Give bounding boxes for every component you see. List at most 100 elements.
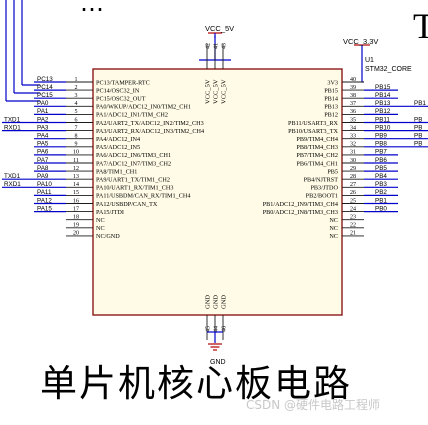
left-net-label: PA15	[37, 205, 52, 212]
top-pin-name: VCC_5V	[205, 79, 212, 104]
right-pin-name: NC	[329, 233, 338, 240]
left-pin-name: PA3/UART2_RX/ADC12_IN3/TIM2_CH4	[96, 128, 204, 135]
left-net-label: PA9	[37, 173, 49, 180]
right-pin-name: PB11/USART3_RX	[288, 120, 338, 127]
top-pin-number: 43	[222, 43, 228, 49]
right-net-label: PB9	[375, 133, 387, 140]
left-net-label: PA10	[37, 181, 52, 188]
left-net-label: PC15	[37, 92, 53, 99]
right-pin-name: NC	[329, 225, 338, 232]
right-pin-number: 38	[350, 93, 356, 99]
far-right-label: PB	[414, 116, 422, 123]
left-pin-number: 15	[73, 190, 79, 196]
right-pin-number: 31	[350, 150, 356, 156]
left-pin-number: 14	[73, 182, 79, 188]
left-pin-name: PA1/ADC12_IN1/TIM_CH2	[96, 112, 168, 119]
bottom-pin-name: GND	[213, 295, 220, 309]
left-ext-label: RXD1	[4, 124, 21, 131]
left-pin-name: PA6/ADC12_IN6/TIM3_CH1	[96, 152, 171, 159]
dynamic-labels: VCC_5VVCC_3.3VGNDU1STM32_CORE42VCC_5V41V…	[2, 24, 428, 366]
right-pin-number: 24	[350, 206, 356, 212]
left-pin-name: PC13/TAMPER-RTC	[96, 79, 150, 86]
left-pin-name: PA15/JTDI	[96, 209, 124, 216]
right-pin-number: 22	[350, 223, 356, 229]
right-pin-name: PB3/JTDO	[310, 185, 338, 192]
left-pin-number: 13	[73, 174, 79, 180]
right-pin-number: 39	[350, 85, 356, 91]
left-pin-name: PA8/TIM1_CH1	[96, 168, 137, 175]
right-pin-number: 23	[350, 215, 356, 221]
static-wiring	[5, 0, 370, 351]
left-pin-name: PA11/USBDM/CAN_RX/TIM1_CH4	[96, 193, 190, 200]
left-pin-number: 20	[73, 231, 79, 237]
bottom-pin-number: 44	[214, 326, 220, 332]
right-net-label: PB14	[375, 92, 391, 99]
right-pin-name: PB2/BOOT1	[306, 193, 338, 200]
right-pin-number: 30	[350, 158, 356, 164]
left-pin-number: 3	[75, 93, 78, 99]
gnd-label: GND	[210, 359, 226, 366]
chip-part-name: STM32_CORE	[365, 66, 412, 73]
left-pin-name: PA4/ADC12_IN4	[96, 136, 140, 143]
left-net-label: PA7	[37, 157, 49, 164]
right-pin-number: 32	[350, 142, 356, 148]
right-pin-name: 3V3	[327, 79, 338, 86]
right-pin-name: PB13	[324, 104, 338, 111]
right-pin-number: 26	[350, 190, 356, 196]
left-net-label: PA0	[37, 100, 49, 107]
right-net-label: PB12	[375, 108, 391, 115]
left-pin-number: 5	[75, 109, 78, 115]
left-pin-name: PC15/OSC32_OUT	[96, 96, 146, 103]
left-pin-number: 17	[73, 206, 79, 212]
left-ext-label: TXD1	[4, 116, 21, 123]
right-net-label: PB4	[375, 173, 387, 180]
right-pin-name: PB1/ADC12_IN9/TIM3_CH4	[263, 201, 338, 208]
right-net-label: PB8	[375, 141, 387, 148]
left-net-label: PA8	[37, 165, 49, 172]
left-pin-name: PA12/USBDP/CAN_TX	[96, 201, 158, 208]
left-pin-number: 9	[75, 142, 78, 148]
left-pin-number: 18	[73, 215, 79, 221]
right-pin-number: 27	[350, 182, 356, 188]
left-pin-number: 7	[75, 125, 78, 131]
right-pin-number: 37	[350, 101, 356, 107]
far-right-label: PB	[414, 141, 422, 148]
corner-glyph: T	[413, 6, 428, 46]
left-pin-number: 11	[73, 158, 79, 164]
right-pin-number: 25	[350, 198, 356, 204]
right-pin-number: 34	[350, 125, 356, 131]
top-pin-name: VCC_5V	[221, 79, 228, 104]
right-net-label: PB10	[375, 124, 391, 131]
left-pin-number: 1	[75, 77, 78, 83]
right-net-label: PB0	[375, 205, 387, 212]
right-pin-number: 35	[350, 117, 356, 123]
right-pin-name: PB7/TIM4_CH2	[296, 152, 338, 159]
left-pin-name: PA0/WKUP/ADC12_IN0/TIM2_CH1	[96, 104, 191, 111]
right-net-label: PB5	[375, 165, 387, 172]
right-net-label: PB3	[375, 181, 387, 188]
right-pin-name: PB9/TIM4_CH4	[296, 136, 338, 143]
right-pin-name: PB5	[327, 168, 338, 175]
left-pin-number: 16	[73, 198, 79, 204]
left-pin-name: NC/GND	[96, 233, 120, 240]
left-pin-name: PA5/ADC12_IN5	[96, 144, 140, 151]
right-pin-name: PB12	[324, 112, 338, 119]
left-pin-name: NC	[96, 217, 105, 224]
left-pin-name: PA2/UART2_TX/ADC12_IN2/TIM2_CH3	[96, 120, 204, 127]
title-fragment: …	[80, 0, 104, 17]
left-pin-name: PA10/UART1_RX/TIM1_CH3	[96, 185, 173, 192]
bottom-pin-name: GND	[221, 295, 228, 309]
right-net-label: PB15	[375, 84, 391, 91]
right-net-label: PB13	[375, 100, 391, 107]
right-pin-name: PB8/TIM4_CH3	[296, 144, 338, 151]
left-net-label: PC14	[37, 84, 53, 91]
right-net-label: PB6	[375, 157, 387, 164]
right-pin-name: PB6/TIM4_CH1	[296, 160, 338, 167]
right-pin-number: 36	[350, 109, 356, 115]
right-net-label: PB7	[375, 149, 387, 156]
left-net-label: PA1	[37, 108, 49, 115]
right-net-label: PB11	[375, 116, 390, 123]
right-pin-name: NC	[329, 217, 338, 224]
